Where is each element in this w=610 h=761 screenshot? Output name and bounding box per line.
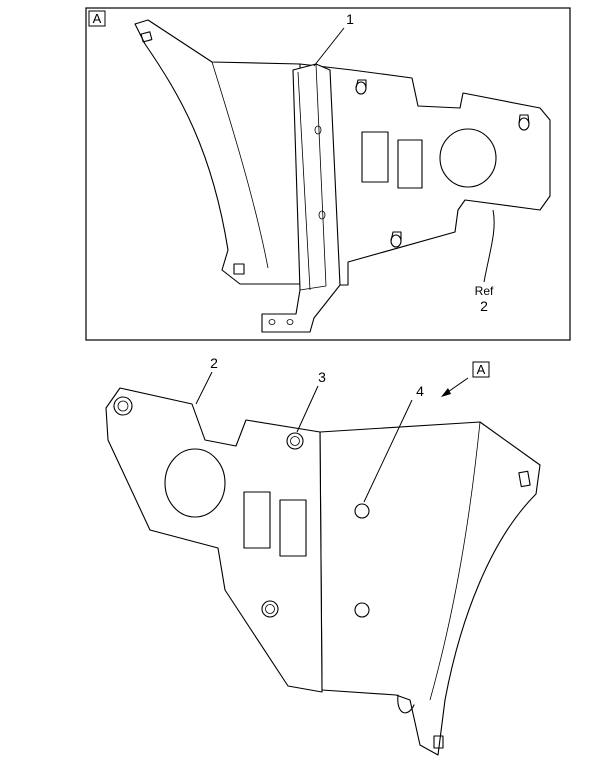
stud-1 — [355, 79, 367, 95]
assembly-hole-4 — [354, 503, 370, 519]
leader-callout-1 — [313, 27, 345, 67]
detail-view-label: A — [93, 11, 102, 26]
foot-hole-2 — [286, 319, 294, 325]
ref-label: Ref — [475, 284, 494, 298]
square-cutout-1 — [361, 131, 389, 183]
detail-view-a: A 1 Ref — [85, 7, 571, 341]
callout-1: 1 — [346, 11, 354, 27]
assembly-fold-line — [429, 421, 481, 701]
detail-view-frame — [85, 7, 571, 341]
main-assembly-view: 2 3 4 A — [105, 355, 541, 756]
slot-upper-left — [140, 31, 153, 43]
channel-hole-lower — [318, 210, 326, 220]
view-marker-arrowhead — [441, 388, 451, 397]
assembly-slot-right — [518, 470, 531, 488]
assembly-square-cutout-2 — [279, 499, 307, 557]
stud-3 — [390, 231, 402, 248]
callout-3: 3 — [318, 369, 326, 385]
channel-inner-edge — [297, 63, 327, 291]
round-cutout — [439, 128, 497, 188]
callout-2: 2 — [210, 355, 218, 371]
assembly-hole-lower — [354, 602, 370, 618]
leader-callout-2 — [195, 371, 213, 405]
channel-bracket-part-1 — [261, 63, 341, 333]
leader-ref-2 — [483, 209, 495, 283]
detail-view-label-box — [88, 10, 106, 27]
slot-lower-left — [233, 263, 245, 275]
channel-hole-upper — [314, 125, 322, 135]
assembly-stud-3 — [261, 600, 279, 618]
foot-hole-1 — [268, 319, 276, 325]
view-marker-label: A — [477, 362, 486, 377]
assembly-stud-2 — [286, 432, 304, 450]
panel-fold-line — [211, 61, 269, 269]
assembly-round-cutout — [164, 448, 226, 518]
bracket-flared-panel — [134, 19, 301, 285]
assembly-tab — [397, 694, 415, 714]
assembly-square-cutout-1 — [243, 491, 271, 549]
leader-callout-4 — [363, 399, 413, 503]
bracket-main-plate — [299, 63, 551, 286]
stud-2 — [518, 114, 530, 131]
square-cutout-2 — [397, 139, 423, 189]
assembly-stud-1 — [113, 396, 133, 416]
assembly-main-plate — [105, 387, 323, 693]
callout-4: 4 — [416, 383, 424, 399]
view-marker-box — [472, 361, 490, 378]
assembly-flared-panel — [319, 421, 541, 756]
assembly-slot-bottom — [433, 735, 444, 749]
leader-callout-3 — [296, 385, 319, 433]
ref-number: 2 — [480, 298, 488, 314]
